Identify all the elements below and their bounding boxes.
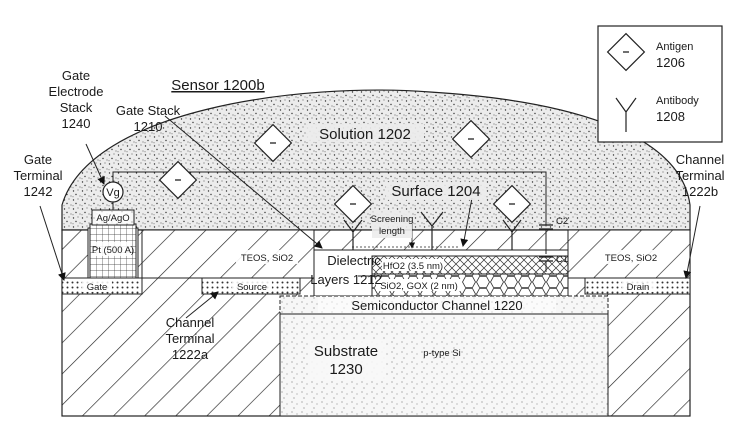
antigen-icon bbox=[451, 119, 491, 159]
screening-label-1: Screening bbox=[371, 214, 414, 225]
solution-dome bbox=[61, 89, 691, 231]
channel-terminal-a-label-3: 1222a bbox=[172, 347, 209, 362]
antibody-icon bbox=[502, 219, 522, 250]
gate-electrode-label-1: Gate bbox=[62, 68, 90, 83]
antigen-icon bbox=[253, 123, 293, 163]
sio2-gox-label: SiO2, GOX (2 nm) bbox=[380, 281, 458, 292]
antigen-icon bbox=[492, 184, 532, 224]
agago-label: Ag/AgO bbox=[96, 213, 129, 224]
channel-terminal-a-label-2: Terminal bbox=[165, 331, 214, 346]
gate-electrode-label-3: Stack bbox=[60, 100, 93, 115]
antigen-icon bbox=[333, 184, 373, 224]
vg-label: Vg bbox=[106, 187, 119, 199]
legend-antigen-id: 1206 bbox=[656, 55, 685, 70]
sensor-label: Sensor 1200b bbox=[171, 77, 264, 94]
legend-antigen-icon bbox=[606, 32, 646, 72]
channel-terminal-b-label-3: 1222b bbox=[682, 184, 718, 199]
gate-pad-label: Gate bbox=[87, 282, 108, 293]
screening-label-2: length bbox=[379, 226, 405, 237]
teos-right-label: TEOS, SiO2 bbox=[605, 253, 657, 264]
gate-terminal-label-1: Gate bbox=[24, 152, 52, 167]
capacitor-c2-icon bbox=[539, 224, 553, 254]
antigen-icon bbox=[158, 160, 198, 200]
gate-stack-label-1: Gate Stack bbox=[116, 103, 181, 118]
dielectric-label-1: Dielectric bbox=[327, 253, 381, 268]
legend-antibody-icon bbox=[615, 97, 637, 132]
c2-label: C2 bbox=[556, 216, 568, 227]
legend-antibody-id: 1208 bbox=[656, 109, 685, 124]
channel-terminal-b-label-2: Terminal bbox=[675, 168, 724, 183]
ptype-label: p-type Si bbox=[423, 348, 461, 359]
capacitor-c1-icon bbox=[539, 256, 553, 272]
gate-terminal-label-2: Terminal bbox=[13, 168, 62, 183]
dielectric-label-2: Layers 1212 bbox=[310, 272, 382, 287]
gate-electrode-label-2: Electrode bbox=[49, 84, 104, 99]
antibody-icon bbox=[420, 211, 444, 250]
gate-terminal-label-3: 1242 bbox=[24, 184, 53, 199]
surface-label: Surface 1204 bbox=[391, 183, 480, 200]
gate-wire bbox=[112, 171, 547, 225]
teos-left-label: TEOS, SiO2 bbox=[241, 253, 293, 264]
semi-channel-label: Semiconductor Channel 1220 bbox=[351, 298, 522, 313]
pt-label: Pt (500 A) bbox=[92, 245, 134, 256]
legend-antibody-label: Antibody bbox=[656, 95, 699, 107]
channel-terminal-a-label-1: Channel bbox=[166, 315, 215, 330]
gate-electrode-label-4: 1240 bbox=[62, 116, 91, 131]
substrate-label-2: 1230 bbox=[329, 361, 362, 378]
source-label: Source bbox=[237, 282, 267, 293]
legend-antigen-label: Antigen bbox=[656, 41, 693, 53]
c1-label: C1 bbox=[556, 254, 568, 265]
channel-terminal-b-label-1: Channel bbox=[676, 152, 725, 167]
drain-label: Drain bbox=[627, 282, 650, 293]
solution-label: Solution 1202 bbox=[319, 126, 411, 143]
hfo2-label: HfO2 (3.5 nm) bbox=[383, 261, 443, 272]
antibody-icon bbox=[343, 219, 363, 250]
substrate-label-1: Substrate bbox=[314, 343, 378, 360]
gate-stack-label-2: 1210 bbox=[134, 119, 163, 134]
